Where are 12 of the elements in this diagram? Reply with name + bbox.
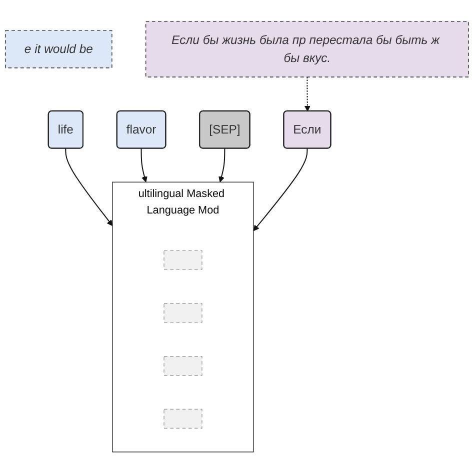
node-box: Если бы жизнь была пр перестала бы быть ж бы вкус. <box>146 21 469 78</box>
cluster: ultilingual Masked Language Mod <box>112 182 254 453</box>
node-box <box>164 409 202 429</box>
node-box: e it would be <box>5 30 112 68</box>
node-box <box>164 356 202 376</box>
node-box <box>164 303 202 324</box>
arrow <box>253 148 308 232</box>
arrow <box>304 77 310 112</box>
arrow <box>218 148 226 183</box>
node-box <box>164 250 202 270</box>
arrow <box>65 148 113 226</box>
arrow <box>140 148 148 183</box>
